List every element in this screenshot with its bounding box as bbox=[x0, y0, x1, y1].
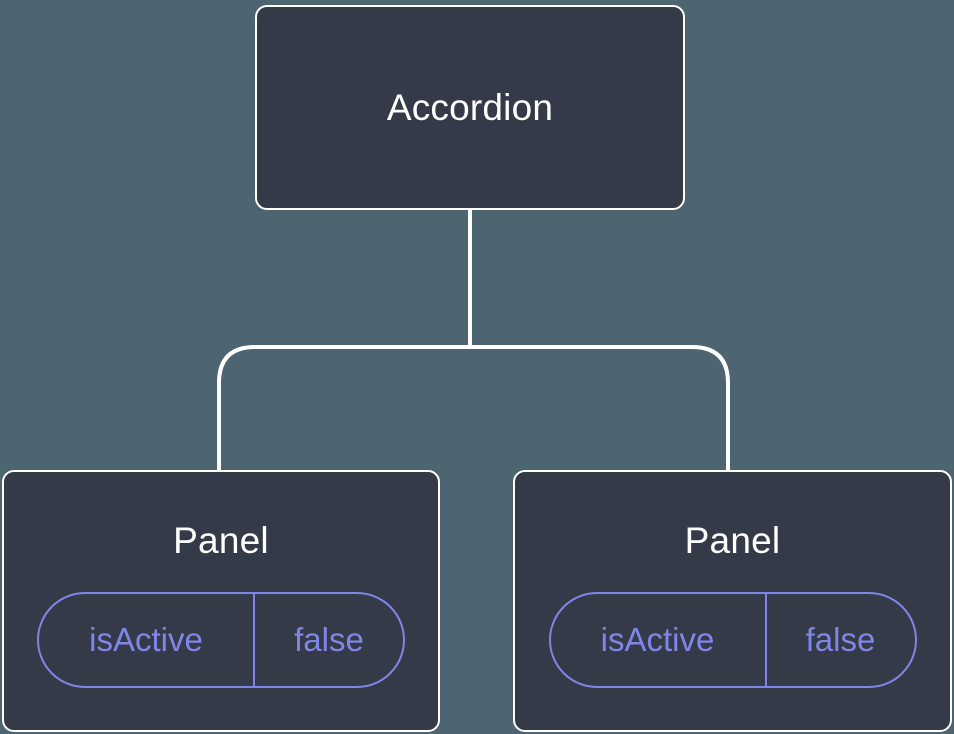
state-value: false bbox=[294, 621, 364, 658]
panel-node-left: Panel isActive false bbox=[2, 470, 440, 732]
panel-node-right: Panel isActive false bbox=[513, 470, 952, 732]
state-pill: isActive false bbox=[548, 592, 917, 688]
state-pill: isActive false bbox=[37, 592, 405, 688]
connector-branch-line bbox=[217, 345, 730, 472]
accordion-node-label: Accordion bbox=[386, 86, 554, 128]
state-key: isActive bbox=[39, 594, 255, 686]
accordion-node: Accordion bbox=[255, 5, 685, 210]
state-key: isActive bbox=[551, 594, 767, 686]
panel-node-label: Panel bbox=[684, 520, 781, 561]
panel-node-label: Panel bbox=[173, 520, 269, 561]
state-value: false bbox=[805, 621, 876, 658]
